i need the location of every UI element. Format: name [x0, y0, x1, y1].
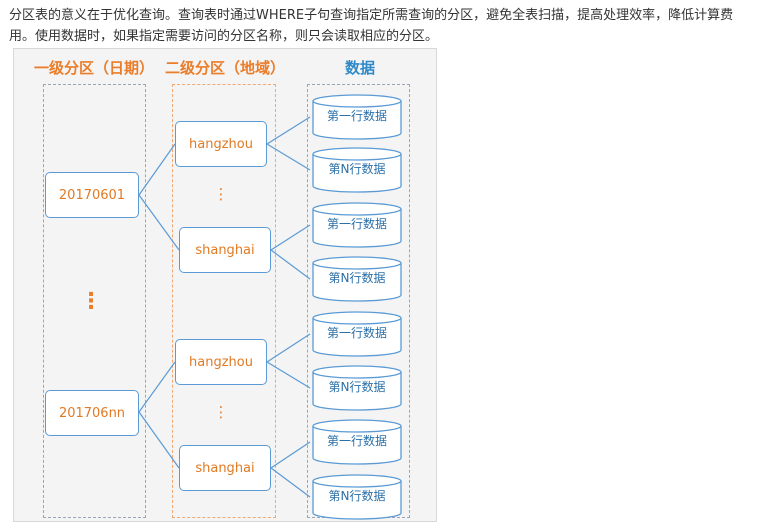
connector-line — [266, 361, 311, 389]
header-level1-partition: 一级分区（日期） — [34, 59, 155, 77]
connector-line — [270, 224, 311, 251]
data-row-label: 第一行数据 — [326, 326, 387, 340]
connector-line — [138, 361, 176, 413]
level2-partition-box: shanghai — [179, 445, 271, 491]
connector-line — [266, 116, 311, 145]
level1-ellipsis: ⋮ — [80, 289, 102, 314]
level2-ellipsis: ⋮ — [213, 185, 229, 203]
connector-line — [138, 411, 180, 469]
level1-partition-box: 201706nn — [45, 390, 139, 436]
connector-line — [138, 143, 176, 196]
data-row-cylinder: 第一行数据 — [311, 418, 403, 466]
data-row-cylinder: 第N行数据 — [311, 473, 403, 521]
data-row-label: 第一行数据 — [326, 434, 387, 448]
connector-line — [266, 333, 311, 363]
level2-ellipsis: ⋮ — [213, 403, 229, 421]
data-row-cylinder: 第一行数据 — [311, 93, 403, 141]
data-row-label: 第N行数据 — [328, 271, 386, 285]
connector-line — [138, 194, 180, 251]
data-row-label: 第一行数据 — [326, 217, 387, 231]
level2-column-frame — [172, 84, 276, 518]
level2-partition-box: hangzhou — [175, 339, 267, 385]
data-row-cylinder: 第一行数据 — [311, 310, 403, 358]
level1-column-frame — [43, 84, 146, 518]
data-row-label: 第一行数据 — [326, 109, 387, 123]
connector-line — [266, 143, 311, 171]
header-level2-partition: 二级分区（地域） — [165, 59, 286, 77]
header-data: 数据 — [344, 59, 375, 77]
data-row-label: 第N行数据 — [328, 380, 386, 394]
data-row-cylinder: 第N行数据 — [311, 146, 403, 194]
intro-paragraph: 分区表的意义在于优化查询。查询表时通过WHERE子句查询指定所需查询的分区，避免… — [9, 8, 734, 44]
connector-line — [270, 441, 311, 469]
level2-partition-box: hangzhou — [175, 121, 267, 167]
level1-partition-box: 20170601 — [45, 172, 139, 218]
data-row-cylinder: 第N行数据 — [311, 364, 403, 412]
connector-line — [270, 467, 311, 498]
data-row-label: 第N行数据 — [328, 489, 386, 503]
data-row-cylinder: 第一行数据 — [311, 201, 403, 249]
data-row-cylinder: 第N行数据 — [311, 255, 403, 303]
connector-line — [270, 249, 311, 280]
data-row-label: 第N行数据 — [328, 162, 386, 176]
level2-partition-box: shanghai — [179, 227, 271, 273]
